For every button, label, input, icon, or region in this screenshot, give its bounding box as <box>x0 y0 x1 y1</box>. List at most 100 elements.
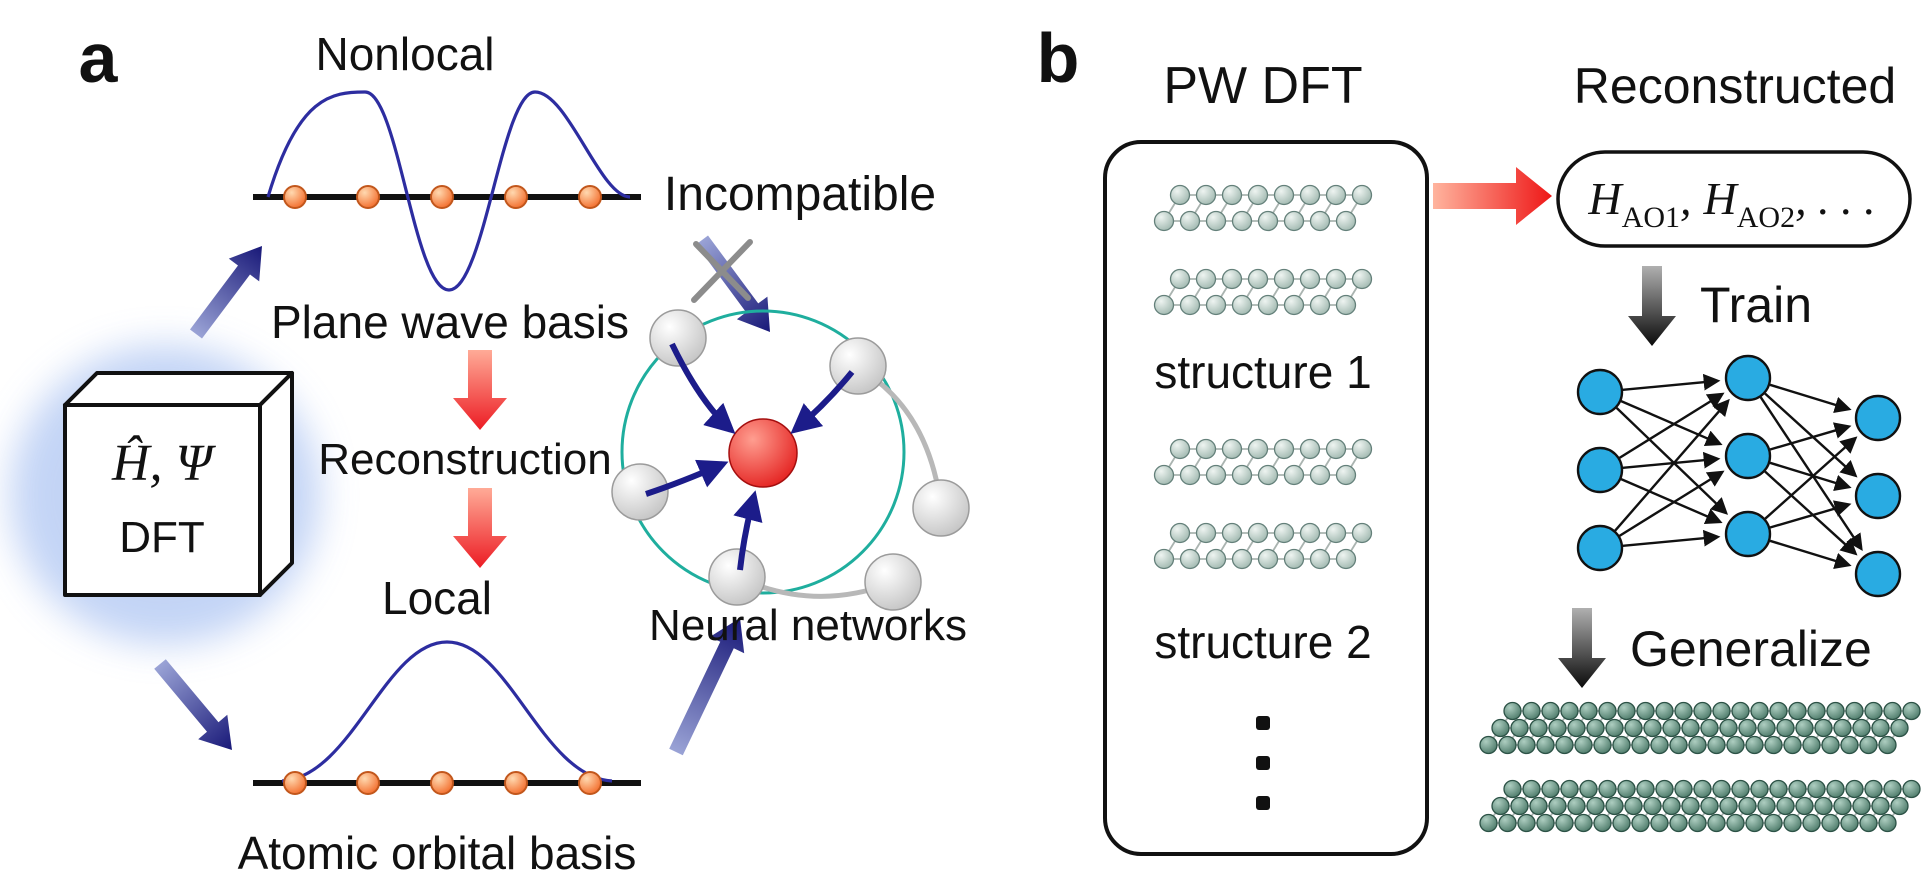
atom <box>1783 813 1802 833</box>
atom <box>1745 813 1764 833</box>
center-neuron-sphere <box>728 418 798 488</box>
atom <box>1195 438 1217 460</box>
atom <box>1153 210 1175 232</box>
atom <box>1719 796 1738 816</box>
atom <box>1821 735 1840 755</box>
atom <box>1299 438 1321 460</box>
local-label: Local <box>382 572 492 624</box>
atom <box>1510 718 1529 738</box>
atom <box>1612 735 1631 755</box>
atom <box>1688 813 1707 833</box>
atom <box>1586 796 1605 816</box>
atom <box>1273 184 1295 206</box>
atom <box>1567 718 1586 738</box>
cube-right-face <box>258 371 294 597</box>
atom <box>1598 701 1617 721</box>
nn-node <box>1724 354 1772 402</box>
incompatible-label: Incompatible <box>664 168 936 221</box>
nn-node <box>1854 550 1902 598</box>
structure-2-lattice-bottom <box>1153 522 1373 570</box>
atom <box>1503 779 1522 799</box>
message-arrow <box>790 370 855 434</box>
atom <box>1738 796 1757 816</box>
atom <box>1169 184 1191 206</box>
atom <box>1707 735 1726 755</box>
ellipsis-dot <box>1256 796 1270 810</box>
atom <box>1179 548 1201 570</box>
atom <box>1169 438 1191 460</box>
atom <box>1693 779 1712 799</box>
atom <box>1195 522 1217 544</box>
atom <box>1624 796 1643 816</box>
plane-wave-basis-label: Plane wave basis <box>271 296 629 348</box>
atom <box>1719 718 1738 738</box>
atom <box>1643 718 1662 738</box>
atom <box>1726 813 1745 833</box>
atom <box>1517 735 1536 755</box>
dft-cube: Ĥ, Ψ DFT <box>10 345 320 645</box>
hamiltonians-pill <box>1556 150 1912 248</box>
atom <box>1688 735 1707 755</box>
atom <box>1617 779 1636 799</box>
nn-edge <box>1622 451 1721 469</box>
gaussian-orbital-curve <box>281 640 613 783</box>
orbital-site-dots <box>283 185 602 795</box>
neural-networks-label: Neural networks <box>649 601 967 650</box>
nn-edge <box>1620 399 1723 447</box>
atom <box>1826 701 1845 721</box>
arrow-reconstruction-top <box>453 350 507 430</box>
atom <box>1783 735 1802 755</box>
atom <box>1669 813 1688 833</box>
orbital-site-dot <box>578 771 602 795</box>
atom <box>1776 796 1795 816</box>
arrow-dft-to-planewave <box>190 246 262 339</box>
atom <box>1636 779 1655 799</box>
atom <box>1579 779 1598 799</box>
message-arrow <box>733 490 763 571</box>
atom <box>1179 294 1201 316</box>
atom <box>1335 294 1357 316</box>
atom <box>1273 438 1295 460</box>
neuron-sphere <box>708 548 766 606</box>
atom <box>1491 718 1510 738</box>
nn-edge <box>1615 407 1729 515</box>
atom <box>1325 522 1347 544</box>
atom <box>1883 701 1902 721</box>
atom <box>1153 294 1175 316</box>
ellipsis-dot <box>1256 716 1270 730</box>
atom <box>1788 701 1807 721</box>
atom <box>1757 718 1776 738</box>
atom <box>1764 735 1783 755</box>
atom <box>1510 796 1529 816</box>
atom <box>1555 735 1574 755</box>
atom <box>1555 813 1574 833</box>
nn-edge <box>1769 461 1852 491</box>
atom <box>1517 813 1536 833</box>
nn-edge <box>1618 470 1725 537</box>
atom <box>1788 779 1807 799</box>
panel-a-label: a <box>79 19 119 97</box>
atom <box>1845 779 1864 799</box>
atom <box>1479 735 1498 755</box>
plane-wave-curve <box>266 90 631 292</box>
atom <box>1681 796 1700 816</box>
atom <box>1764 813 1783 833</box>
generalize-label: Generalize <box>1630 621 1872 677</box>
atom <box>1299 268 1321 290</box>
atom <box>1351 268 1373 290</box>
atom <box>1859 735 1878 755</box>
atom <box>1707 813 1726 833</box>
atom <box>1231 548 1253 570</box>
nn-edge <box>1764 470 1858 556</box>
nn-node <box>1854 472 1902 520</box>
atom <box>1802 735 1821 755</box>
atom <box>1205 210 1227 232</box>
atom <box>1541 701 1560 721</box>
atom <box>1883 779 1902 799</box>
atom <box>1712 779 1731 799</box>
atom <box>1205 464 1227 486</box>
atom <box>1650 735 1669 755</box>
atom <box>1257 464 1279 486</box>
ellipsis-dot <box>1256 756 1270 770</box>
neural-network-cluster <box>611 309 970 611</box>
